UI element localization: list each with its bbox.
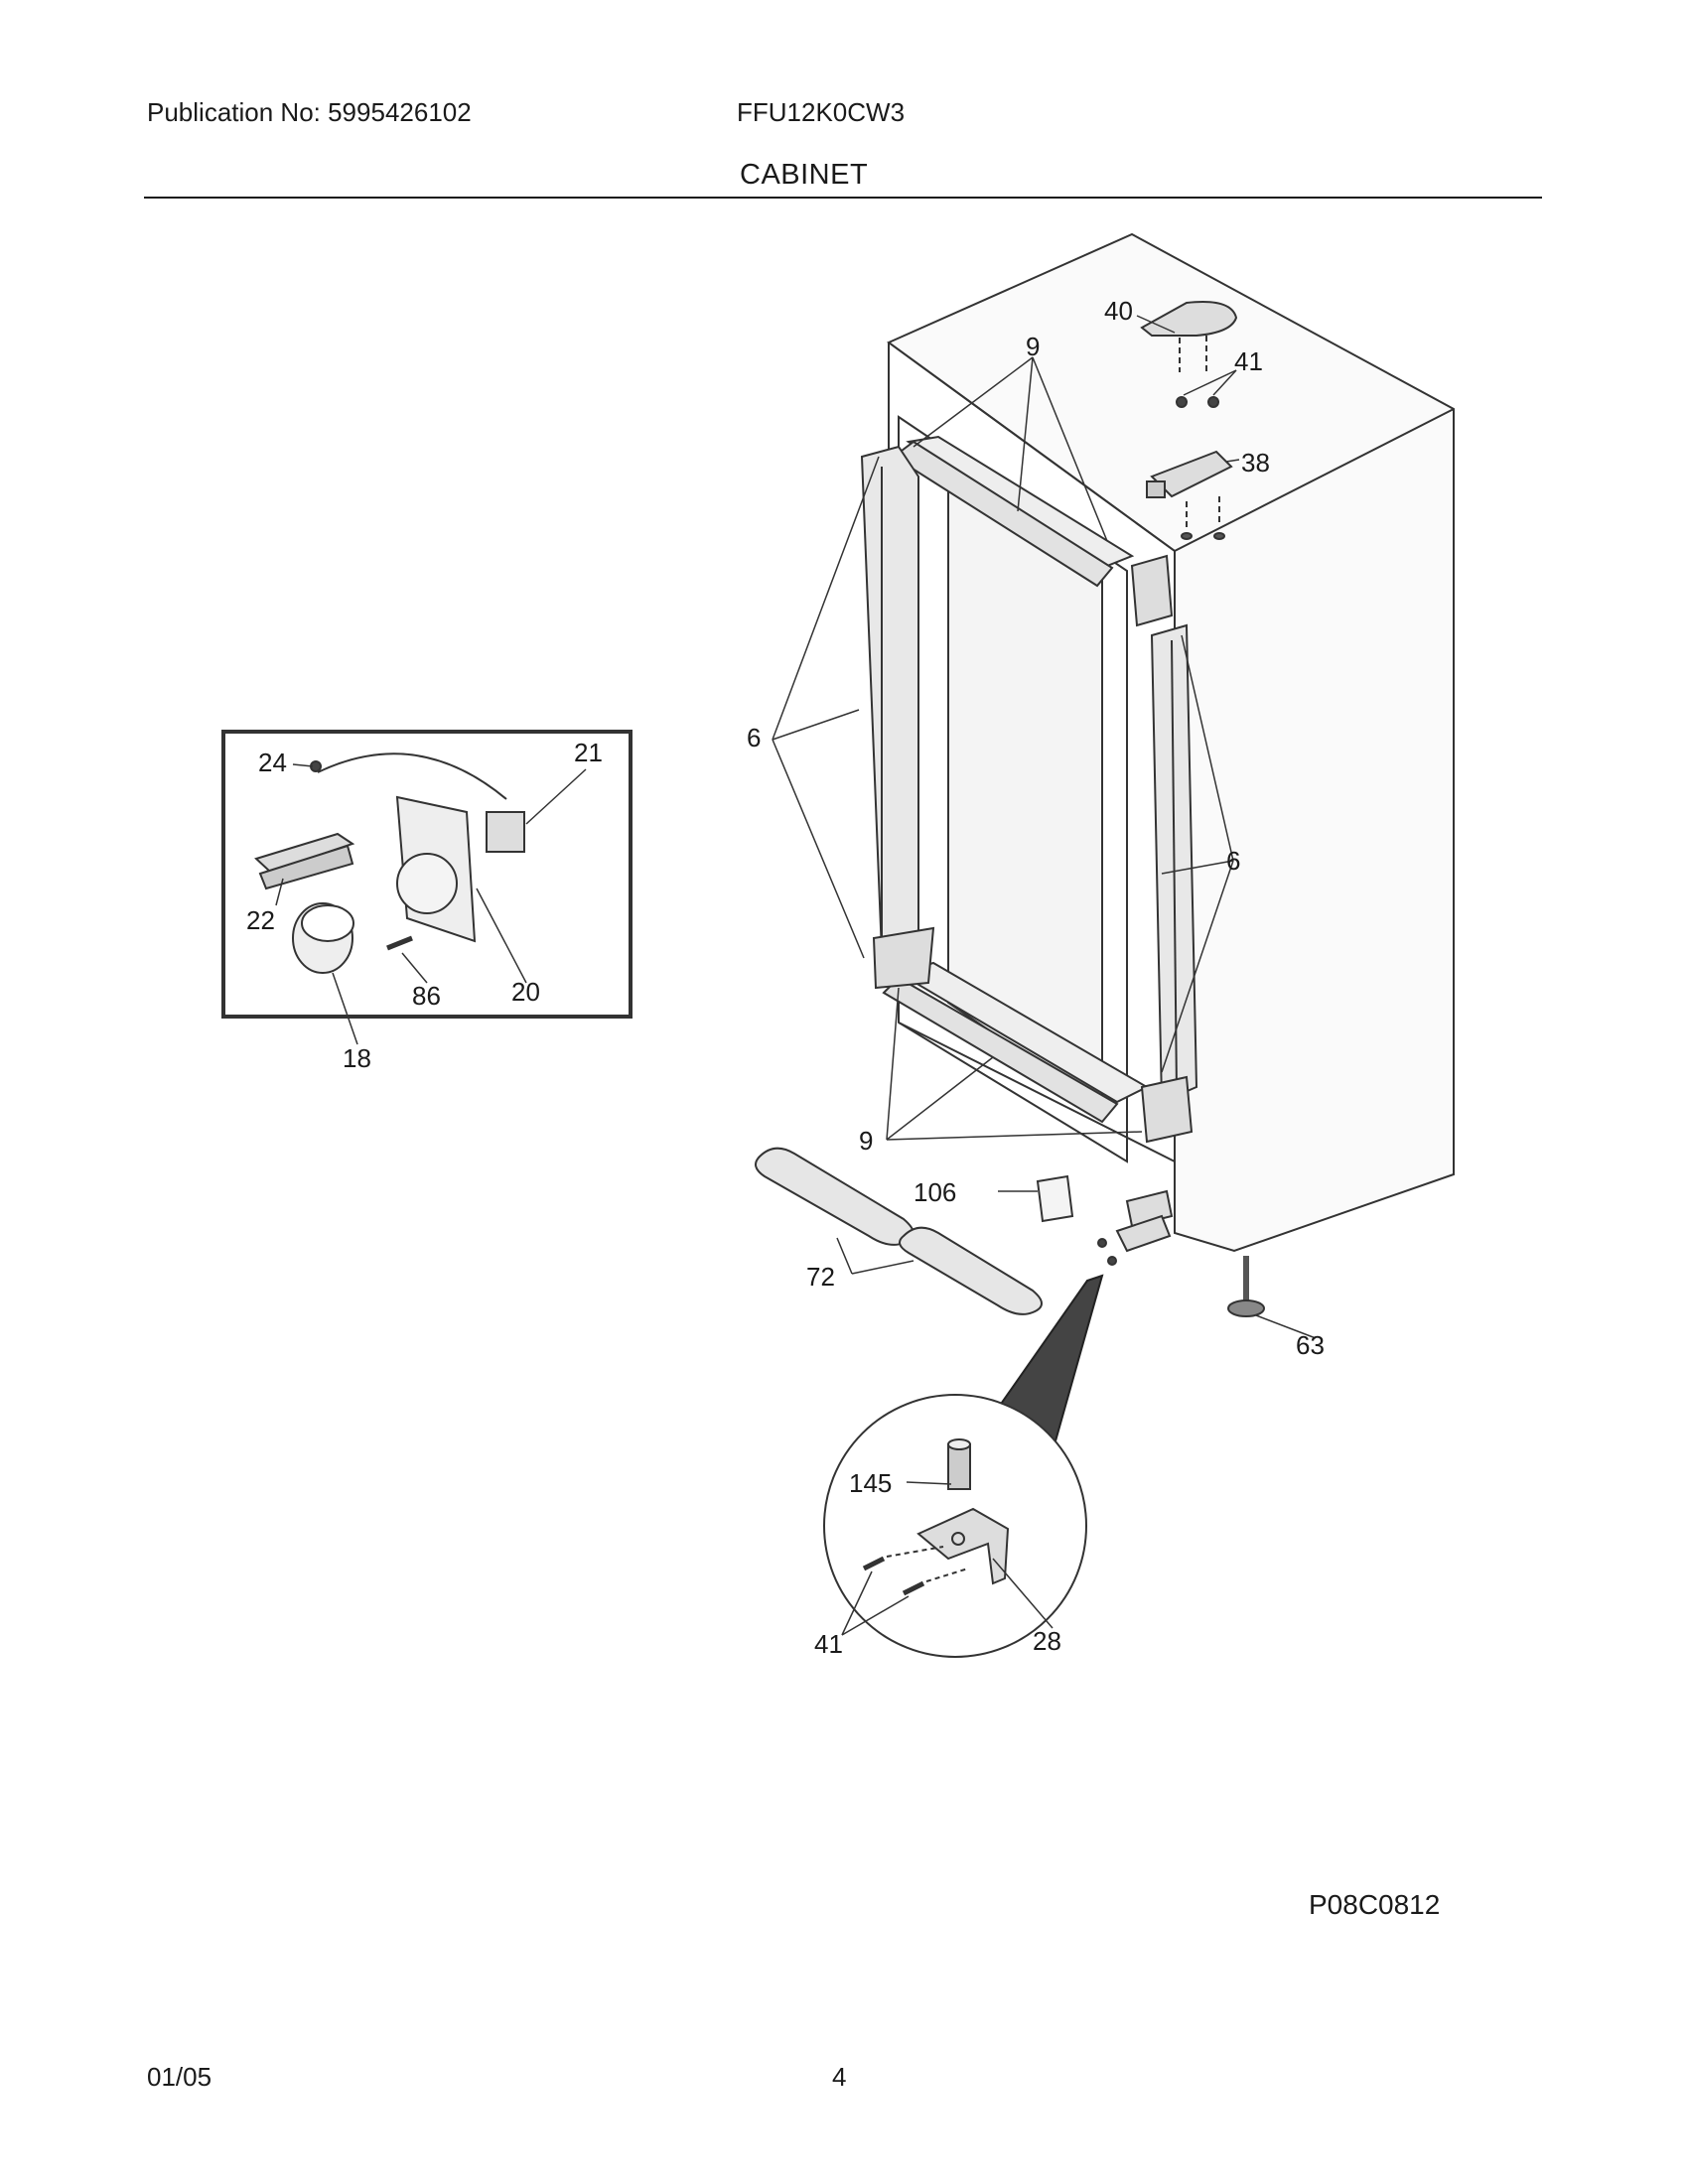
callout-6-right: 6 bbox=[1226, 846, 1240, 876]
lower-hinge-area bbox=[1036, 1174, 1174, 1266]
callout-21: 21 bbox=[574, 738, 603, 767]
callout-41-bottom: 41 bbox=[814, 1629, 843, 1659]
diagram-code: P08C0812 bbox=[1309, 1889, 1441, 1920]
callout-22: 22 bbox=[246, 905, 275, 935]
control-inset bbox=[221, 730, 633, 1019]
callout-24: 24 bbox=[258, 748, 287, 777]
callout-20: 20 bbox=[511, 977, 540, 1007]
callout-41-top: 41 bbox=[1234, 346, 1263, 376]
callout-63: 63 bbox=[1296, 1330, 1325, 1360]
callout-9-bottom: 9 bbox=[859, 1126, 873, 1156]
publication-date: 01/05 bbox=[147, 2062, 212, 2092]
breaker-strip-top bbox=[892, 435, 1135, 588]
callout-labels: 40 41 38 9 6 6 9 106 72 63 145 41 28 24 … bbox=[246, 296, 1325, 1659]
page-number: 4 bbox=[832, 2062, 847, 2092]
callout-18: 18 bbox=[343, 1043, 371, 1073]
breaker-strip-left bbox=[860, 445, 935, 990]
model-number: FFU12K0CW3 bbox=[737, 97, 906, 127]
callout-9-top: 9 bbox=[1026, 332, 1040, 361]
callout-40: 40 bbox=[1104, 296, 1133, 326]
breaker-strip-right bbox=[1130, 554, 1198, 1144]
leveler-leg bbox=[1227, 1256, 1265, 1317]
section-title: CABINET bbox=[740, 159, 869, 191]
hinge-detail-view bbox=[823, 1394, 1087, 1658]
header-rule bbox=[144, 197, 1542, 199]
callout-145: 145 bbox=[849, 1468, 892, 1498]
publication-number: Publication No: 5995426102 bbox=[147, 97, 472, 127]
leader-lines bbox=[275, 315, 1317, 1636]
callout-28: 28 bbox=[1033, 1626, 1061, 1656]
callout-38: 38 bbox=[1241, 448, 1270, 478]
callout-86: 86 bbox=[412, 981, 441, 1011]
callout-6-left: 6 bbox=[747, 723, 761, 752]
callout-106: 106 bbox=[914, 1177, 956, 1207]
top-hinge-assembly bbox=[1140, 301, 1238, 540]
grille-pair bbox=[755, 1147, 1043, 1315]
callout-72: 72 bbox=[806, 1262, 835, 1292]
